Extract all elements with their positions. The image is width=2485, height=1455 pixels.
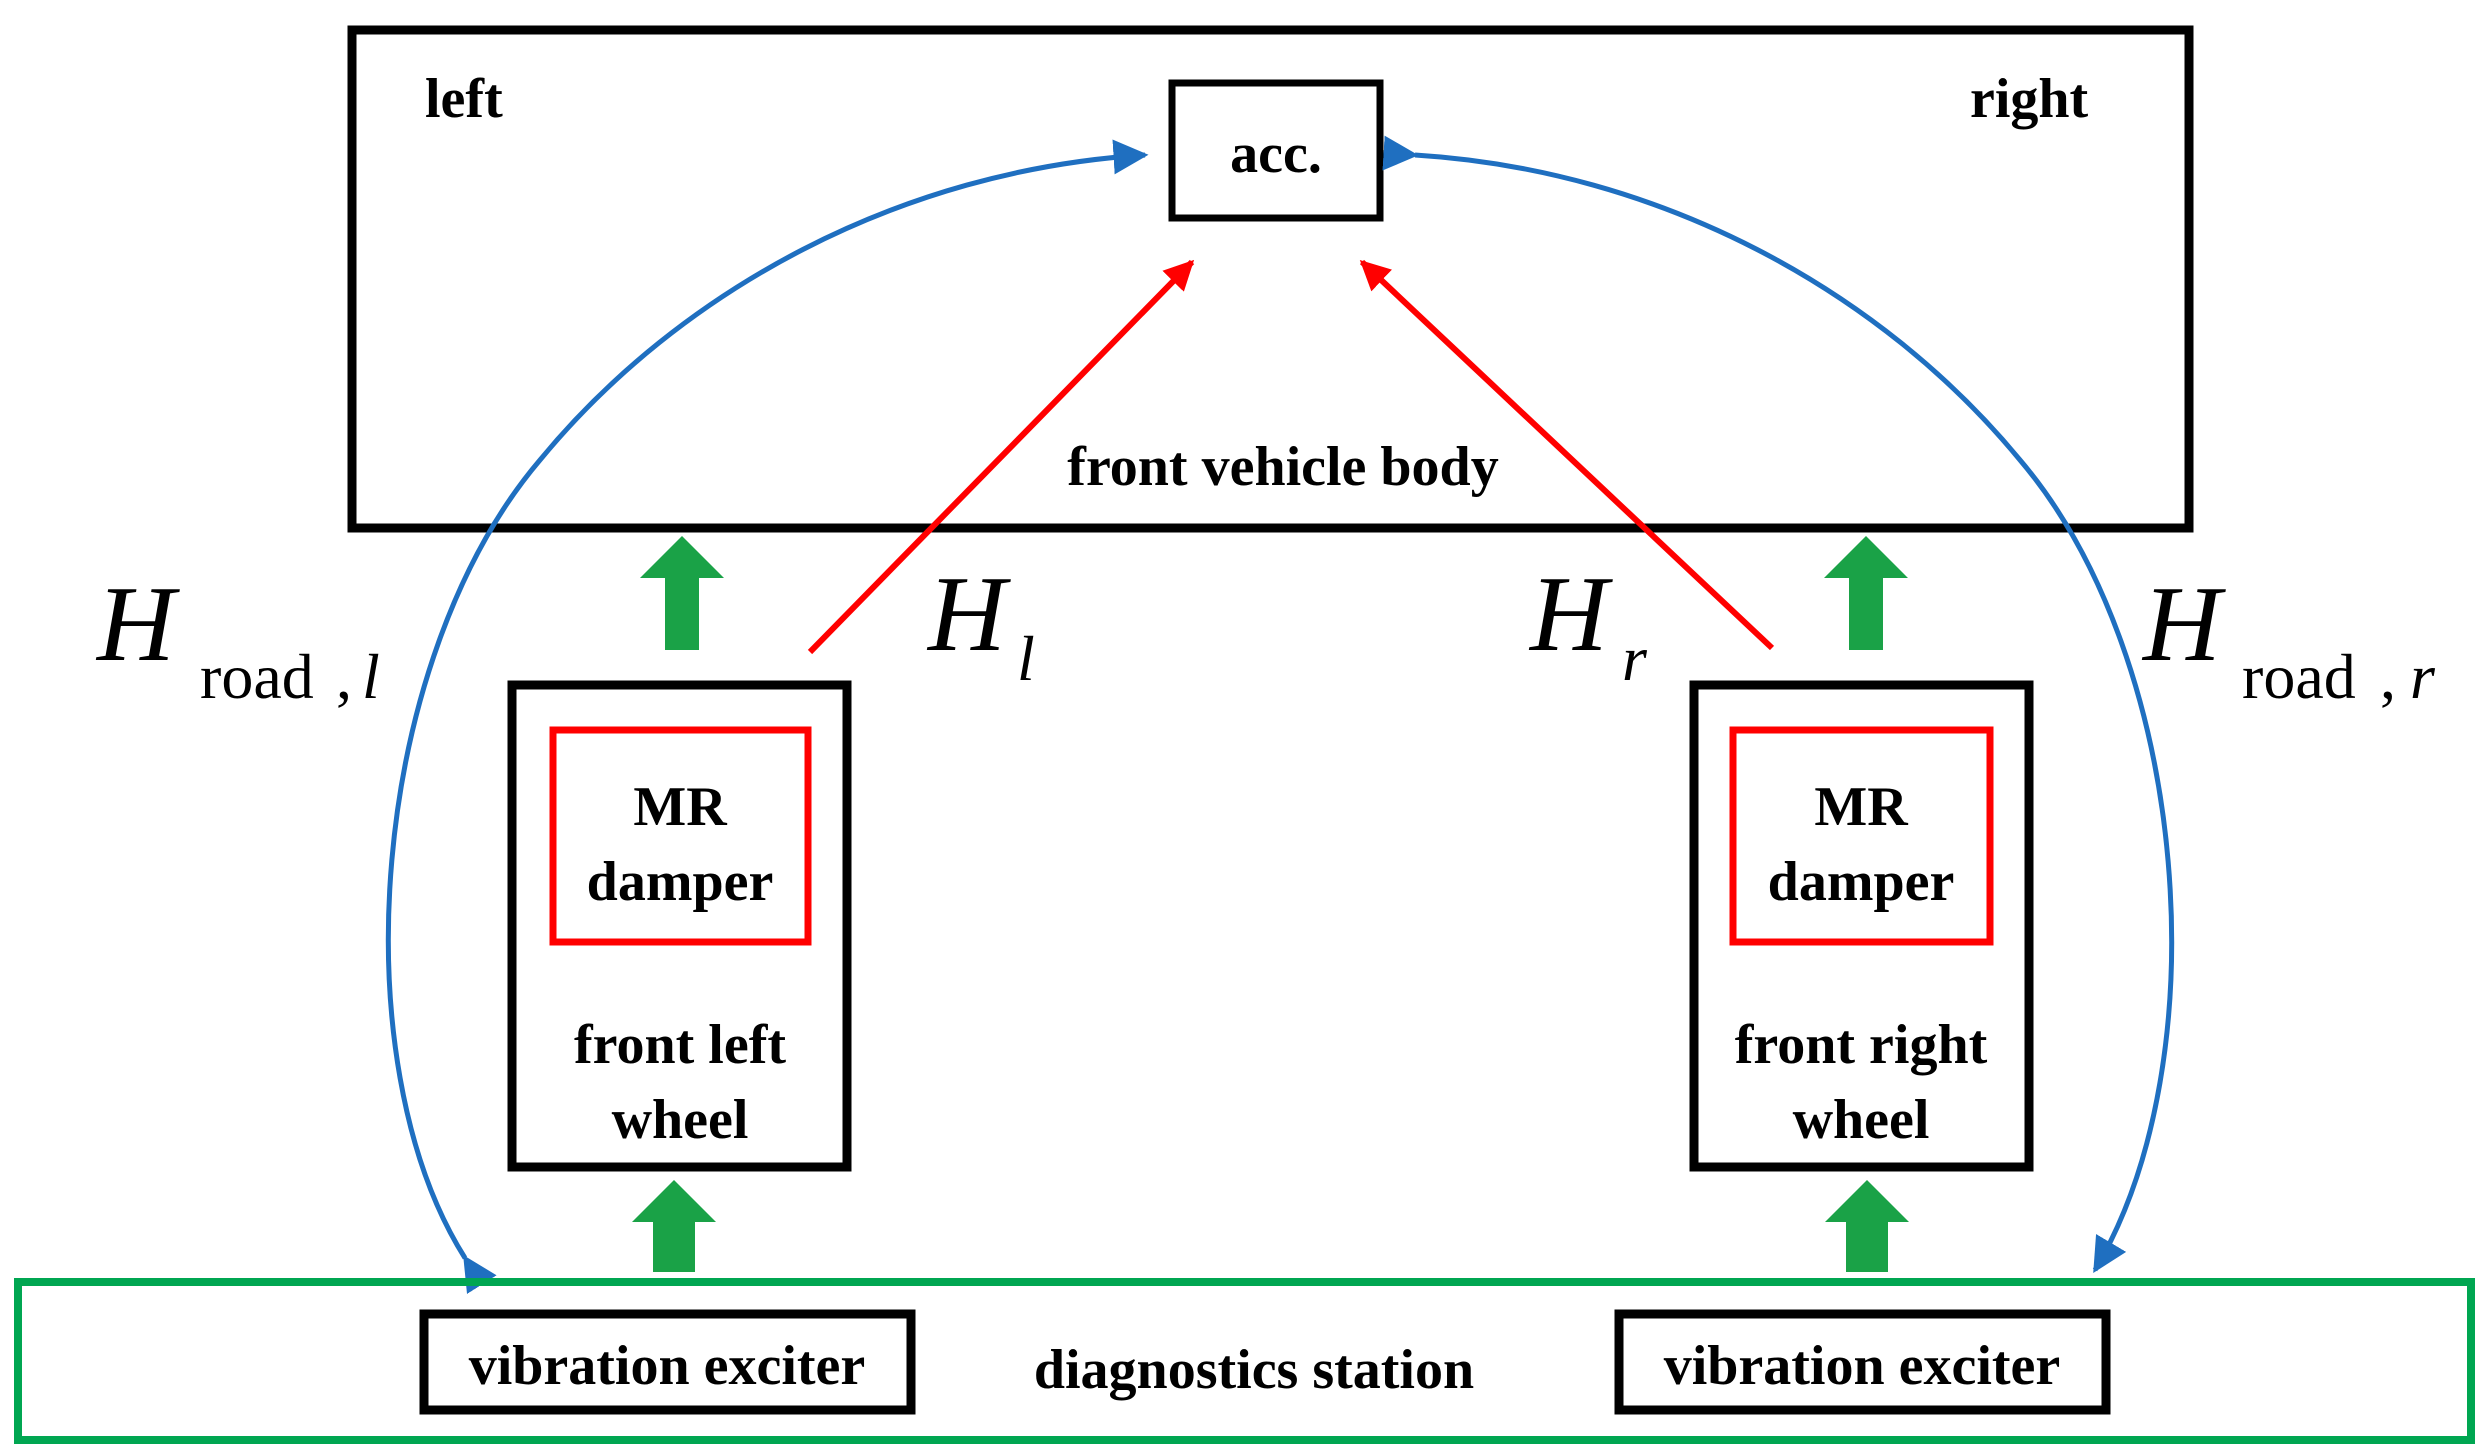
left-vibration-exciter-box (419, 1309, 916, 1415)
H-r-symbol: H (1528, 555, 1613, 674)
H-road-l-comma: , (336, 641, 352, 712)
H-l-subscript: l (1017, 623, 1035, 694)
right-wheel-line1: front right (1735, 1014, 1988, 1076)
right-mr-damper-box (1729, 726, 1994, 946)
H-r-subscript: r (1622, 623, 1648, 694)
left-mr-damper-box (549, 726, 812, 946)
right-road-transfer-arc (1382, 135, 2175, 1274)
H-road-r-comma: , (2380, 641, 2396, 712)
right-damper-line1: MR (1814, 776, 1908, 838)
left-exciter-to-wheel-arrow (632, 1180, 716, 1272)
front-right-wheel-box (1689, 680, 2034, 1172)
H-road-r-subscript: r (2410, 641, 2436, 712)
left-wheel-to-body-arrow (640, 536, 724, 650)
right-vibration-exciter-box (1614, 1309, 2111, 1415)
right-damper-line2: damper (1768, 851, 1955, 913)
label-H-l: H l (926, 555, 1035, 694)
right-vibration-exciter-label: vibration exciter (1664, 1335, 2061, 1397)
label-H-road-l: H road , l (95, 565, 380, 712)
right-label: right (1970, 68, 2089, 130)
diagnostics-station-label: diagnostics station (1034, 1339, 1474, 1401)
right-wheel-to-body-arrow (1824, 536, 1908, 650)
left-vibration-exciter-label: vibration exciter (469, 1335, 866, 1397)
left-road-transfer-arc (385, 139, 1149, 1294)
vehicle-body-label: front vehicle body (1067, 436, 1498, 498)
label-H-road-r: H road , r (2141, 565, 2436, 712)
label-H-r: H r (1528, 555, 1648, 694)
left-label: left (425, 68, 503, 130)
H-l-symbol: H (926, 555, 1011, 674)
left-damper-line1: MR (633, 776, 727, 838)
diagnostics-station-box (14, 1278, 2475, 1444)
accelerometer-label: acc. (1230, 123, 1322, 185)
H-road-r-road: road (2242, 641, 2356, 712)
H-road-l-subscript: l (362, 641, 380, 712)
right-wheel-line2: wheel (1793, 1089, 1930, 1151)
H-road-r-symbol: H (2141, 565, 2226, 684)
right-exciter-to-wheel-arrow (1825, 1180, 1909, 1272)
accelerometer-box (1168, 79, 1384, 222)
left-wheel-line2: wheel (612, 1089, 749, 1151)
H-road-l-symbol: H (95, 565, 180, 684)
front-left-wheel-box (507, 680, 852, 1172)
H-road-l-road: road (200, 641, 314, 712)
left-damper-line2: damper (587, 851, 774, 913)
vehicle-body-box (347, 25, 2194, 533)
left-wheel-line1: front left (574, 1014, 786, 1076)
